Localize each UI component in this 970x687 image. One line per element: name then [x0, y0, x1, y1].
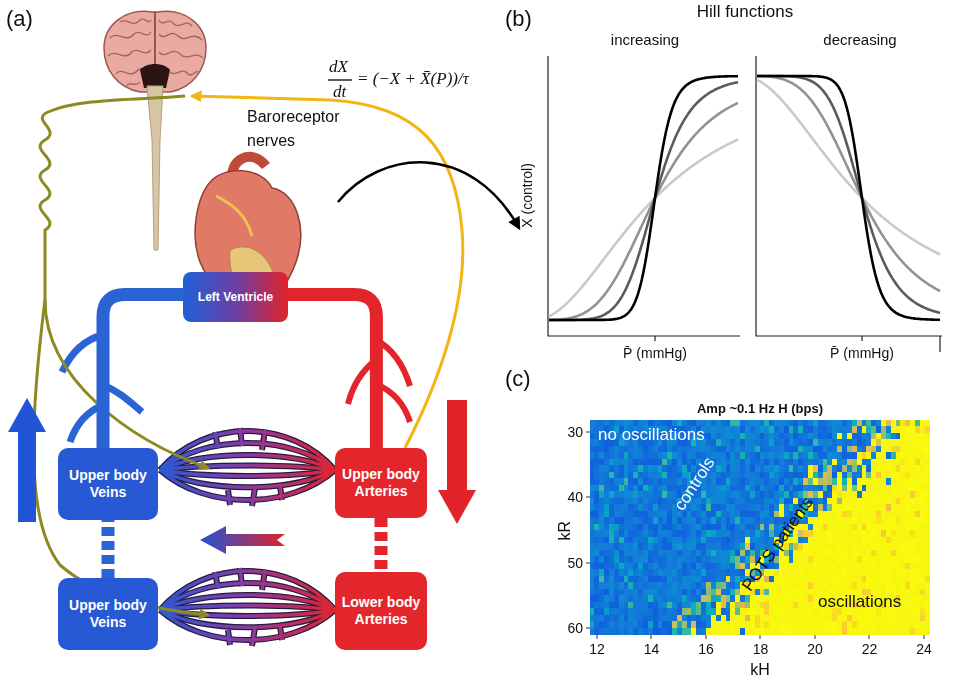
hill-curve	[757, 76, 940, 320]
spinal-cord	[147, 86, 163, 250]
axis-label: kH	[740, 660, 780, 679]
box-label: Lower body Arteries	[338, 594, 424, 628]
plot-title: decreasing	[810, 31, 910, 49]
region-label: oscillations	[818, 592, 901, 612]
tick-label: 50	[553, 555, 583, 572]
box-label: Upper body Veins	[61, 467, 155, 501]
blood-vessel	[102, 520, 115, 578]
axis-label: X̄ (control)	[519, 145, 536, 245]
hill-curve	[549, 82, 738, 320]
brain-fissure	[154, 12, 156, 70]
flow-arrow-left	[200, 526, 285, 554]
panel-letter: (b)	[505, 6, 532, 32]
axis-tick	[655, 336, 940, 352]
plot-axis	[756, 56, 942, 336]
hill-curves	[549, 76, 940, 320]
tick-label: 20	[800, 641, 830, 658]
region-label: no oscillations	[598, 425, 705, 445]
panel-letter: (a)	[6, 6, 33, 32]
blood-vessel	[103, 295, 183, 449]
capillary-bed	[160, 428, 335, 506]
blood-vessel	[375, 518, 388, 572]
artery-box: Lower body Arteries	[335, 572, 427, 650]
brainstem	[140, 64, 170, 88]
box-label: Upper body Arteries	[338, 466, 424, 500]
ventricle-box: Left Ventricle	[183, 272, 288, 322]
plot-title: Amp ~0.1 Hz H (bps)	[650, 401, 870, 417]
pointer-arrow	[338, 162, 519, 228]
equation: dt	[333, 82, 346, 102]
box-label: Upper body Veins	[61, 597, 155, 631]
axis-label: P̄ (mmHg)	[812, 345, 912, 362]
capillary-outline	[160, 568, 335, 646]
brain-outline	[104, 11, 206, 92]
efferent-nerve	[34, 300, 208, 615]
fraction-bar	[328, 79, 352, 80]
region-label: POTS patients	[732, 485, 823, 603]
capillary-bed	[160, 568, 335, 646]
axis-label: P̄ (mmHg)	[605, 345, 705, 362]
axis-label: kR	[555, 511, 574, 551]
equation: dX	[329, 57, 348, 77]
flow-arrow-down	[438, 400, 476, 524]
plot-title: increasing	[595, 31, 695, 49]
tick-label: 12	[582, 641, 612, 658]
plot-axis	[548, 56, 740, 336]
panel-letter: (c)	[505, 366, 531, 392]
box-label: Left Ventricle	[198, 290, 273, 304]
tick-label: 40	[553, 489, 583, 506]
region-label: controls	[659, 437, 731, 532]
hill-curve	[549, 140, 738, 317]
tick-label: 14	[637, 641, 667, 658]
tick-label: 30	[553, 424, 583, 441]
flow-arrow-up	[8, 398, 46, 522]
hill-curve	[549, 76, 738, 320]
vein-box: Upper body Veins	[58, 448, 158, 520]
tick-label: 60	[553, 620, 583, 637]
equation: = (−X + X̄(P))/τ	[357, 69, 469, 89]
hill-curve	[549, 103, 738, 320]
hill-curve	[757, 76, 940, 291]
blood-vessel	[288, 295, 376, 449]
panel-title: Hill functions	[680, 2, 810, 22]
artery-box: Upper body Arteries	[335, 448, 427, 518]
capillary-outline	[160, 428, 335, 506]
tick-label: 18	[746, 641, 776, 658]
tick-label: 16	[691, 641, 721, 658]
annotation: Baroreceptor nerves	[247, 105, 347, 153]
coronary-vessel	[216, 196, 252, 236]
tick-label: 24	[909, 641, 939, 658]
tick-label: 22	[855, 641, 885, 658]
vein-box: Upper body Veins	[58, 578, 158, 650]
